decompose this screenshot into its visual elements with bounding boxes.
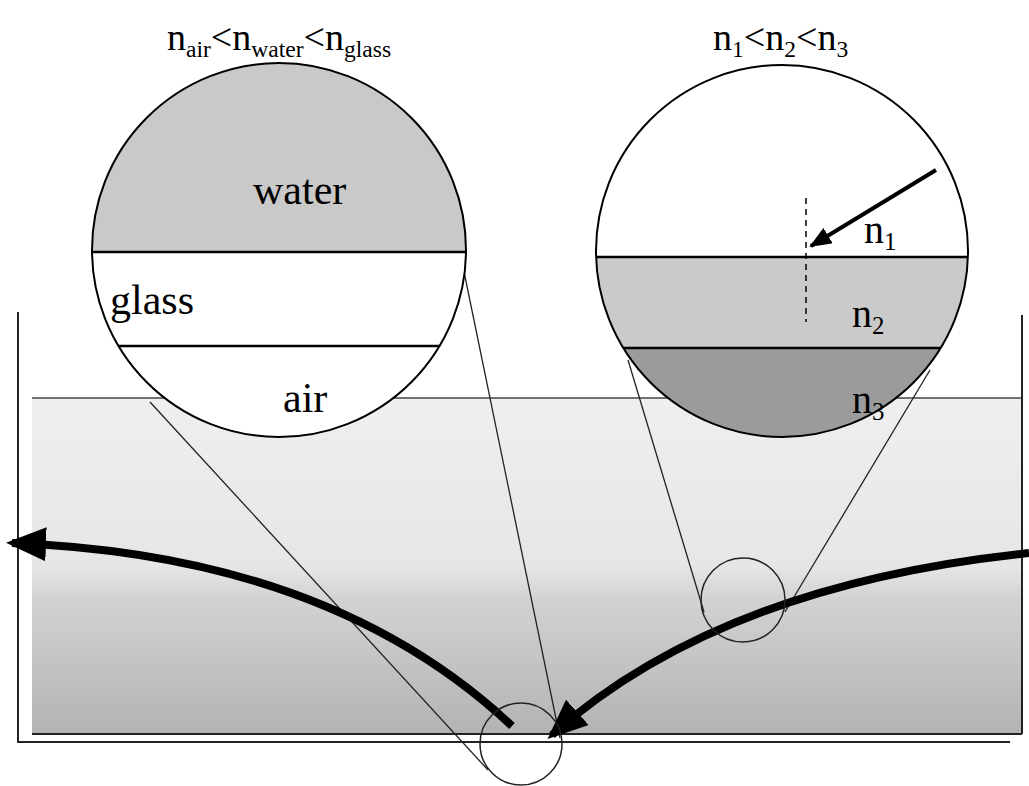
layer-band: n3 bbox=[848, 378, 888, 427]
light-ray bbox=[552, 553, 1029, 735]
symbol-text: <n bbox=[744, 16, 784, 58]
normal-line bbox=[805, 198, 807, 322]
zoom-spot bbox=[480, 703, 562, 785]
symbol-text: n bbox=[167, 16, 186, 58]
symbol-text: <n bbox=[211, 16, 251, 58]
interface-line bbox=[80, 251, 480, 254]
inequality-title: nair<nwater<nglass bbox=[167, 18, 391, 61]
symbol-text: <n bbox=[304, 16, 344, 58]
light-ray bbox=[12, 543, 512, 726]
subscript: 3 bbox=[872, 398, 884, 425]
layer-band: air bbox=[279, 375, 331, 421]
interface-line bbox=[590, 347, 990, 350]
subscript: 2 bbox=[784, 36, 796, 62]
zoom-leader bbox=[462, 262, 560, 738]
layer-n2 bbox=[590, 257, 990, 348]
interface-line bbox=[80, 345, 480, 348]
layer-band: n2 bbox=[848, 292, 888, 341]
tank-wall bbox=[1021, 315, 1023, 734]
symbol-text: n bbox=[713, 16, 732, 58]
tank-floor bbox=[32, 733, 1022, 735]
water-layer bbox=[80, 50, 480, 252]
index-label: n bbox=[864, 207, 884, 252]
inequality-title: n1<n2<n3 bbox=[713, 18, 848, 61]
symbol-text: <n bbox=[796, 16, 836, 58]
subscript: 1 bbox=[732, 36, 744, 62]
index-label: n bbox=[852, 291, 872, 336]
layer-label: glass bbox=[110, 277, 194, 323]
layer-label: water bbox=[253, 167, 346, 213]
layer-band: n1 bbox=[860, 208, 900, 257]
zoom-spot bbox=[701, 558, 785, 642]
interface-line bbox=[590, 256, 990, 259]
index-label: n bbox=[852, 377, 872, 422]
zoom-leader bbox=[150, 402, 488, 770]
layer-band: water bbox=[249, 167, 350, 213]
subscript: water bbox=[251, 36, 303, 62]
layer-band: glass bbox=[106, 277, 198, 323]
subscript: air bbox=[186, 36, 211, 62]
subscript: 2 bbox=[872, 312, 884, 339]
layer-label: air bbox=[283, 375, 327, 421]
subscript: 1 bbox=[884, 228, 896, 255]
subscript: 3 bbox=[836, 36, 848, 62]
magnified-view bbox=[92, 63, 466, 437]
magnified-view bbox=[596, 65, 968, 437]
subscript: glass bbox=[344, 36, 391, 62]
